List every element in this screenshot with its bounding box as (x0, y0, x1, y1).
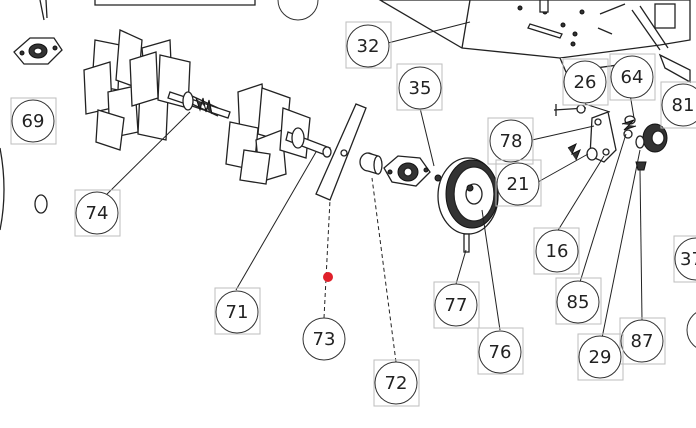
callout-74[interactable]: 74 (74, 189, 121, 237)
leader-29 (601, 149, 641, 339)
leader-78 (531, 125, 595, 141)
leader-74 (96, 111, 191, 205)
callout-69[interactable]: 69 (10, 97, 57, 145)
callout-85-label: 85 (567, 292, 590, 313)
leader-35 (419, 107, 435, 167)
callout-partial-top (277, 0, 319, 21)
tine-rotor-left (83, 29, 191, 151)
callout-29-label: 29 (589, 347, 612, 368)
callout-87-label: 87 (631, 331, 654, 352)
highlight-marker-dot (323, 272, 333, 282)
leader-72 (371, 177, 397, 363)
leader-32 (383, 21, 471, 45)
callout-71-label: 71 (226, 302, 249, 323)
callout-35[interactable]: 35 (396, 63, 443, 111)
callout-73-label: 73 (313, 329, 336, 350)
top-frame-fragment (39, 0, 313, 21)
leader-73 (323, 199, 331, 319)
callout-81-label: 81 (672, 95, 695, 116)
callout-77[interactable]: 77 (433, 281, 480, 329)
callout-21-label: 21 (507, 174, 530, 195)
leader-21 (537, 153, 589, 183)
leader-71 (235, 151, 317, 291)
callout-78-label: 78 (500, 131, 523, 152)
callout-37-label: 37 (680, 249, 696, 270)
leader-87 (639, 169, 643, 321)
bushing (359, 152, 383, 175)
leader-76 (481, 209, 501, 331)
callout-87[interactable]: 87 (619, 317, 666, 365)
callout-35-label: 35 (409, 78, 432, 99)
callout-16-label: 16 (546, 241, 569, 262)
callout-32[interactable]: 32 (345, 21, 392, 69)
callout-77-label: 77 (445, 295, 468, 316)
pulley-bearing (383, 155, 442, 187)
callout-29[interactable]: 29 (577, 333, 624, 381)
rotor-shaft (167, 91, 231, 119)
callout-16[interactable]: 16 (533, 227, 580, 275)
left-edge-fragment (0, 147, 48, 231)
tensioner-assembly (553, 104, 668, 171)
callout-26[interactable]: 26 (562, 58, 609, 106)
callout-26-label: 26 (574, 72, 597, 93)
shaft-key (463, 233, 470, 253)
callout-72[interactable]: 72 (373, 359, 420, 407)
callout-78[interactable]: 78 (487, 117, 534, 165)
callout-32-label: 32 (357, 36, 380, 57)
callouts: 69 32 35 26 64 81 (10, 0, 696, 407)
leader-lines (96, 21, 643, 363)
tine-rotor-right (225, 83, 332, 185)
callout-76[interactable]: 76 (477, 327, 524, 375)
leader-16 (556, 155, 605, 233)
leader-85 (579, 133, 627, 283)
callout-74-label: 74 (86, 203, 109, 224)
callout-partial-right (686, 312, 696, 348)
bearing-flange (13, 37, 63, 65)
callout-69-label: 69 (22, 111, 45, 132)
callout-81[interactable]: 81 (660, 81, 696, 129)
callout-71[interactable]: 71 (214, 287, 261, 335)
callout-64[interactable]: 64 (609, 53, 656, 101)
callout-85[interactable]: 85 (555, 277, 602, 325)
leader-77 (455, 249, 467, 285)
callout-72-label: 72 (385, 373, 408, 394)
callout-76-label: 76 (489, 342, 512, 363)
callout-37[interactable]: 37 (673, 235, 696, 283)
callout-21[interactable]: 21 (495, 159, 542, 207)
drive-pulley (437, 157, 499, 235)
callout-64-label: 64 (621, 67, 644, 88)
callout-73[interactable]: 73 (302, 316, 347, 362)
tine-blade (315, 103, 367, 201)
